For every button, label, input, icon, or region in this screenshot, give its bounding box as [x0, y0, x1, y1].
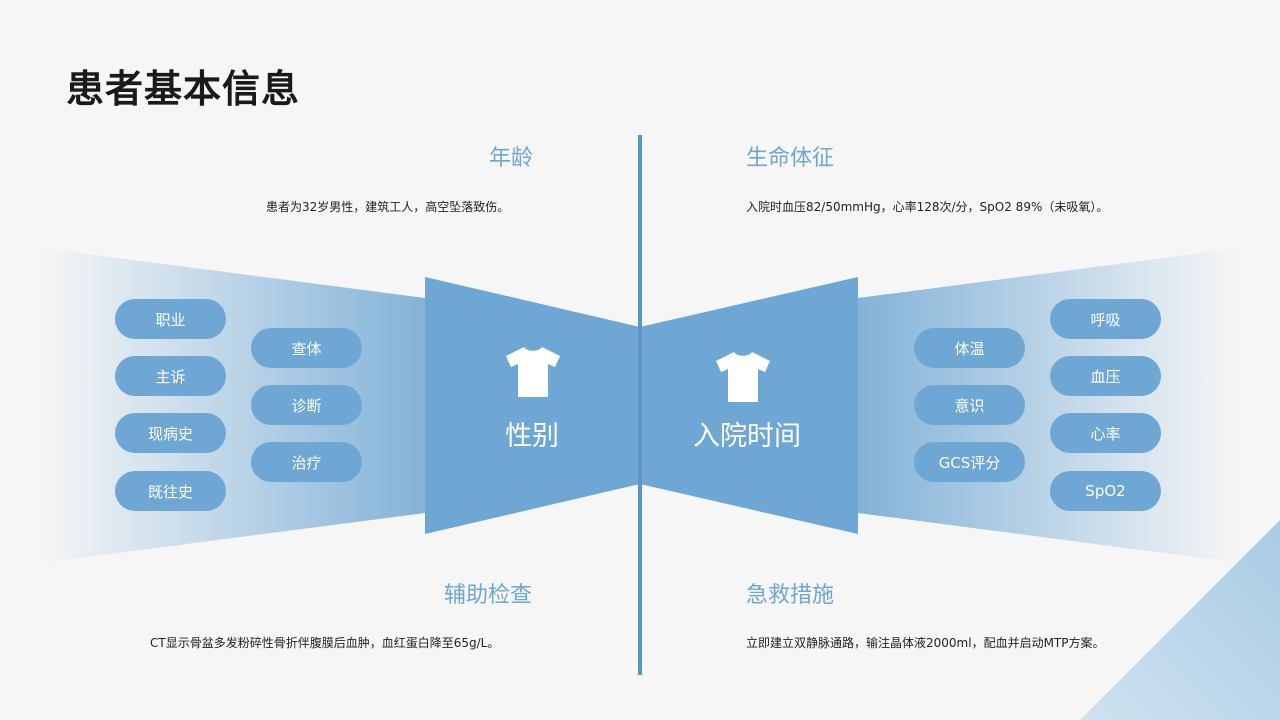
pill-occupation: 职业: [115, 299, 226, 339]
pill-temperature: 体温: [914, 328, 1025, 368]
pill-blood-pressure: 血压: [1050, 356, 1161, 396]
vitals-heading: 生命体征: [746, 146, 835, 171]
pill-past-history: 既往史: [115, 471, 226, 511]
gender-label: 性别: [505, 421, 559, 452]
right-bowtie-wing: [640, 277, 858, 534]
pill-present-illness: 现病史: [115, 413, 226, 453]
pill-chief-complaint: 主诉: [115, 356, 226, 396]
pill-heart-rate: 心率: [1050, 413, 1161, 453]
age-text: 患者为32岁男性，建筑工人，高空坠落致伤。: [266, 200, 510, 214]
rescue-text: 立即建立双静脉通路，输注晶体液2000ml，配血并启动MTP方案。: [746, 636, 1105, 650]
pill-diagnosis: 诊断: [251, 385, 362, 425]
aux-text: CT显示骨盆多发粉碎性骨折伴腹膜后血肿，血红蛋白降至65g/L。: [150, 636, 500, 650]
center-divider: [638, 135, 642, 675]
tshirt-icon: [716, 352, 770, 402]
pill-physical-exam: 查体: [251, 328, 362, 368]
age-heading: 年龄: [489, 146, 534, 171]
pill-gcs-score: GCS评分: [914, 442, 1025, 482]
pill-respiration: 呼吸: [1050, 299, 1161, 339]
left-bowtie-wing: [425, 277, 640, 534]
aux-heading: 辅助检查: [444, 583, 533, 608]
vitals-text: 入院时血压82/50mmHg，心率128次/分，SpO2 89%（未吸氧）。: [746, 200, 1109, 214]
page-title: 患者基本信息: [66, 67, 301, 111]
pill-treatment: 治疗: [251, 442, 362, 482]
pill-consciousness: 意识: [914, 385, 1025, 425]
tshirt-icon: [506, 347, 560, 397]
pill-spo2: SpO2: [1050, 471, 1161, 511]
corner-triangle: [1080, 520, 1280, 720]
left-fade-band: [40, 248, 425, 563]
rescue-heading: 急救措施: [746, 583, 835, 608]
admission-time-label: 入院时间: [693, 421, 801, 452]
